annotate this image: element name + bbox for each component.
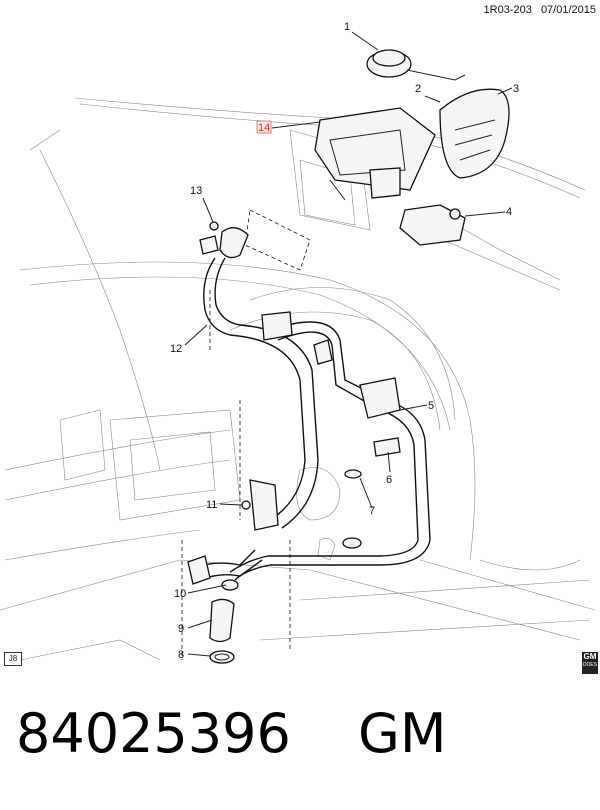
o-ring-part (342, 469, 362, 549)
callout-2: 2 (415, 83, 421, 95)
gm-logo-subtext: DOES (582, 662, 598, 668)
fuel-cap-part (366, 49, 466, 81)
gm-logo-text: GM (583, 652, 597, 661)
vent-hose-part (229, 311, 431, 581)
callout-9: 9 (178, 623, 184, 635)
brand-name: GM (358, 702, 447, 765)
drawing-date: 07/01/2015 (540, 4, 596, 16)
reference-box: J8 (4, 652, 22, 666)
part-number-caption: 84025396 GM (16, 702, 446, 765)
part-number: 84025396 (16, 702, 291, 765)
callout-14: 14 (258, 122, 270, 134)
hose-clamp-part (209, 650, 235, 664)
callout-4: 4 (506, 206, 512, 218)
gm-logo: GM DOES (582, 652, 598, 674)
callout-10: 10 (174, 588, 186, 600)
callout-7: 7 (369, 505, 375, 517)
callout-6: 6 (386, 474, 392, 486)
assembly-guide-lines (181, 209, 311, 660)
drawing-ref-code: 1R03-203 (483, 4, 532, 16)
callout-1: 1 (344, 21, 350, 33)
callout-12: 12 (170, 343, 182, 355)
fuel-filler-assembly-diagram: 1 2 3 14 4 13 12 5 6 11 7 10 9 8 (0, 21, 596, 664)
callout-13: 13 (190, 185, 202, 197)
callout-11: 11 (206, 499, 217, 511)
callout-leaders (184, 31, 513, 657)
hose-clip-part (373, 437, 401, 457)
callout-labels: 1 2 3 14 4 13 12 5 6 11 7 10 9 8 (170, 21, 519, 661)
lower-hose-part (187, 549, 263, 591)
connector-hose-part (209, 598, 235, 643)
drawing-header: 1R03-203 07/01/2015 (430, 4, 596, 16)
filler-neck-part (199, 221, 249, 259)
callout-14-highlight (256, 120, 272, 134)
fuel-door-actuator-part (399, 204, 466, 246)
vehicle-body-outline (0, 97, 596, 661)
callout-3: 3 (513, 83, 519, 95)
fuel-door-part (439, 88, 510, 179)
filler-hose-part (203, 257, 319, 529)
bracket-bolt-part (241, 479, 279, 531)
callout-8: 8 (178, 649, 184, 661)
callout-5: 5 (428, 400, 434, 412)
fuel-filler-housing-part (314, 107, 436, 201)
